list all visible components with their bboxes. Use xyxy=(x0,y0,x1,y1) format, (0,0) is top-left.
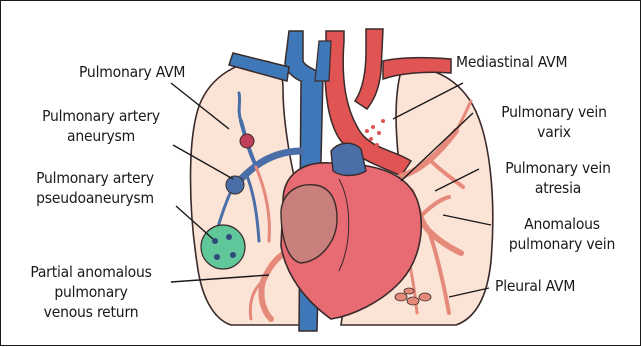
aortic-branch xyxy=(355,29,383,109)
label-pulmonary-artery-pseudoaneurysm-line1: Pulmonary artery xyxy=(15,169,175,188)
label-pleural-avm: Pleural AVM xyxy=(495,277,575,296)
label-pulmonary-artery-aneurysm-line2: aneurysm xyxy=(31,127,171,146)
label-papvr-line3: venous return xyxy=(11,303,171,322)
left-brachiocephalic xyxy=(315,41,331,81)
label-anomalous-pulmonary-vein-line1: Anomalous xyxy=(487,215,637,234)
label-mediastinal-avm: Mediastinal AVM xyxy=(456,53,567,72)
pulmonary-avm-nidus xyxy=(240,134,254,148)
label-pulmonary-vein-atresia-line1: Pulmonary vein xyxy=(483,159,633,178)
label-pulmonary-vein-varix-line2: varix xyxy=(479,123,629,142)
pseudoaneurysm-circle xyxy=(201,225,245,269)
label-papvr-line2: pulmonary xyxy=(11,283,171,302)
label-pulmonary-artery-aneurysm-line1: Pulmonary artery xyxy=(31,107,171,126)
label-papvr-line1: Partial anomalous xyxy=(11,263,171,282)
label-pulmonary-vein-atresia-line2: atresia xyxy=(483,179,633,198)
artery-branch xyxy=(239,93,241,121)
label-pulmonary-vein-varix-line1: Pulmonary vein xyxy=(479,103,629,122)
label-pulmonary-artery-pseudoaneurysm-line2: pseudoaneurysm xyxy=(15,189,175,208)
pulmonary-artery-aneurysm-sac xyxy=(226,176,244,194)
pulmonary-trunk xyxy=(331,143,366,175)
label-pulmonary-avm: Pulmonary AVM xyxy=(79,63,185,82)
label-anomalous-pulmonary-vein-line2: pulmonary vein xyxy=(487,235,637,254)
